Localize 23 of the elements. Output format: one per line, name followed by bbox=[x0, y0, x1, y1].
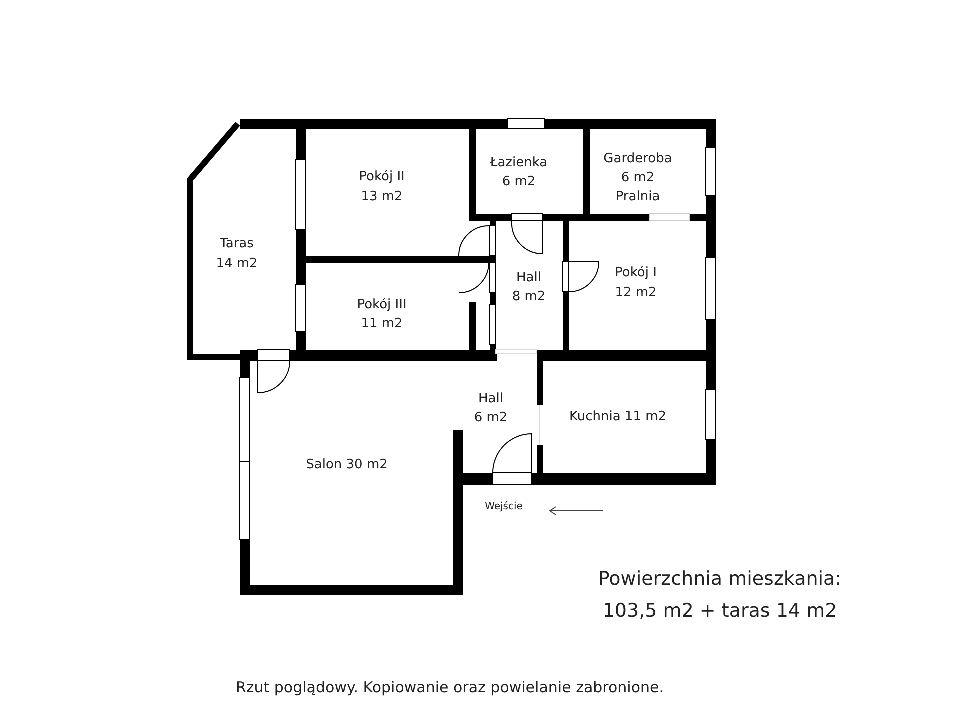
room-name: Pralnia bbox=[616, 190, 660, 206]
room-name: Garderoba bbox=[604, 152, 672, 168]
room-area: 13 m2 bbox=[361, 190, 403, 206]
entrance-label: Wejście bbox=[485, 501, 523, 513]
room-area: 6 m2 bbox=[474, 412, 508, 426]
room-label: Kuchnia 11 m2 bbox=[569, 410, 667, 426]
room-area: 6 m2 bbox=[502, 176, 536, 190]
room-area: 6 m2 bbox=[621, 172, 655, 186]
room-area: 14 m2 bbox=[216, 258, 258, 272]
area-summary: 103,5 m2 + taras 14 m2 bbox=[602, 601, 838, 623]
room-area: 11 m2 bbox=[361, 318, 403, 332]
room-area: 12 m2 bbox=[615, 286, 657, 302]
room-name: Pokój II bbox=[359, 170, 405, 186]
room-label: Salon 30 m2 bbox=[306, 458, 388, 474]
room-name: Łazienka bbox=[490, 156, 548, 172]
copyright-note: Rzut poglądowy. Kopiowanie oraz powielanie zabronione. bbox=[236, 679, 664, 697]
area-summary: Powierzchnia mieszkania: bbox=[598, 569, 842, 591]
room-name: Hall bbox=[478, 392, 504, 408]
room-name: Hall bbox=[516, 272, 542, 286]
room-area: 8 m2 bbox=[512, 290, 546, 306]
room-name: Pokój III bbox=[357, 298, 407, 314]
room-name: Taras bbox=[220, 238, 254, 252]
room-name: Pokój I bbox=[615, 266, 657, 282]
